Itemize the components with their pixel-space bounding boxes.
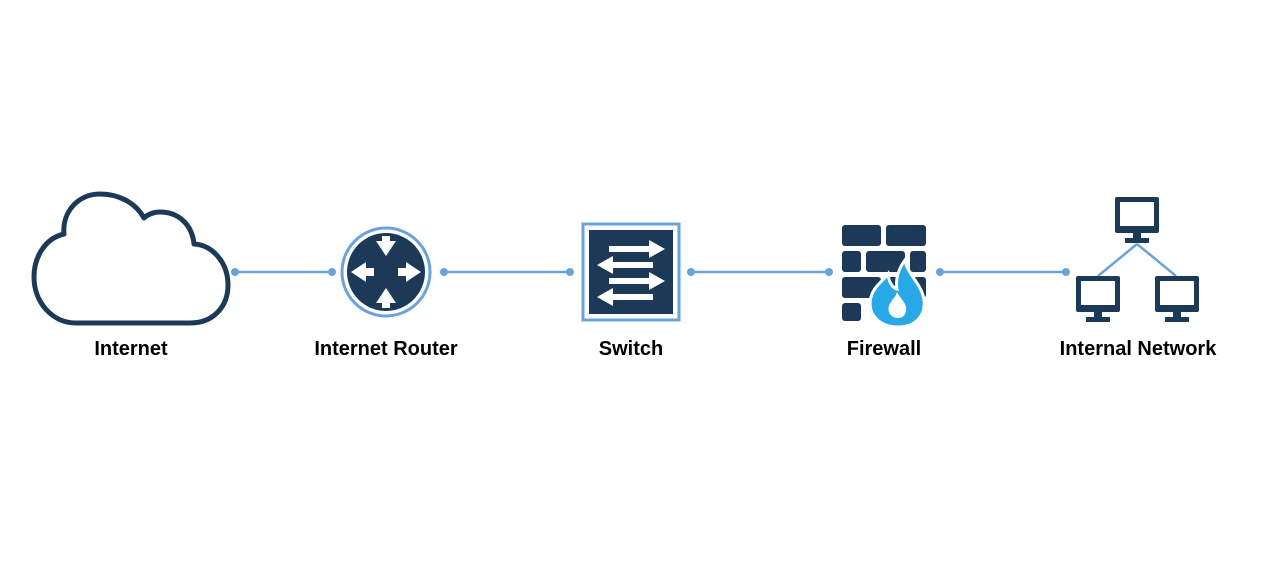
connector-router-switch (440, 268, 574, 276)
label-internet-router: Internet Router (314, 338, 458, 360)
network-computers-icon (1076, 197, 1199, 322)
label-internet: Internet (94, 338, 168, 360)
connector-switch-firewall (687, 268, 833, 276)
connector-internet-router (231, 268, 336, 276)
label-firewall: Firewall (846, 338, 922, 360)
cloud-icon (31, 191, 231, 326)
monitor-icon-right (1155, 276, 1199, 322)
monitor-icon-left (1076, 276, 1120, 322)
monitor-icon-top (1115, 197, 1159, 243)
router-icon (340, 226, 432, 318)
firewall-icon (842, 225, 926, 329)
connectors (231, 268, 1070, 276)
switch-icon (581, 222, 681, 322)
label-internal-network: Internal Network (1059, 338, 1217, 360)
label-switch: Switch (598, 338, 664, 360)
connector-firewall-internal (936, 268, 1070, 276)
